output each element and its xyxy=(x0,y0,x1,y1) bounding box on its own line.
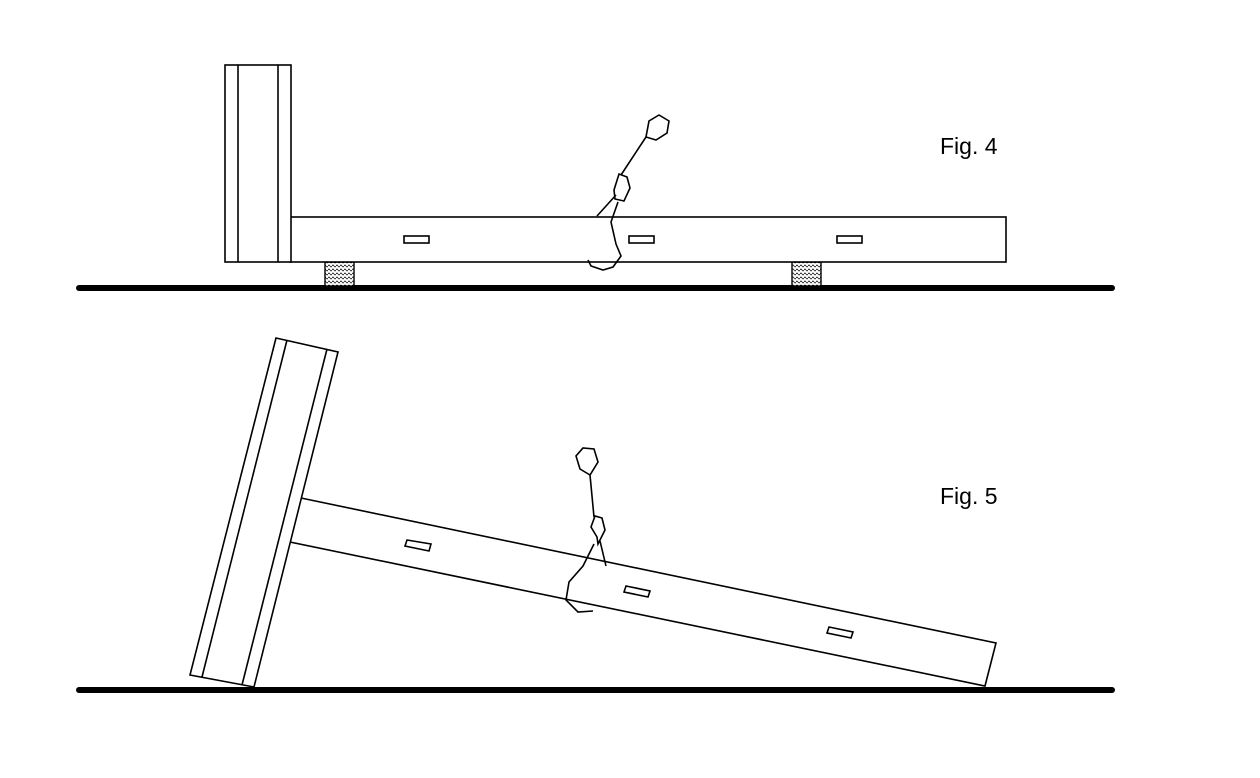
beam-slot xyxy=(622,585,652,598)
support-block xyxy=(791,261,822,287)
beam xyxy=(289,497,997,687)
beam-slot xyxy=(836,235,863,244)
figure-5: Fig. 5 xyxy=(76,337,1115,693)
beam-slot xyxy=(825,626,855,639)
cord xyxy=(587,114,670,271)
cord xyxy=(565,447,607,613)
upright-panel xyxy=(189,337,339,688)
beam xyxy=(289,216,1007,263)
figure-4: Fig. 4 xyxy=(76,64,1115,291)
beam-slot xyxy=(403,539,433,552)
beam-slot xyxy=(403,235,430,244)
figure-label: Fig. 4 xyxy=(940,133,998,159)
upright-panel xyxy=(224,64,292,263)
beam-slot xyxy=(628,235,655,244)
support-block xyxy=(324,261,355,287)
figure-label: Fig. 5 xyxy=(940,483,998,509)
